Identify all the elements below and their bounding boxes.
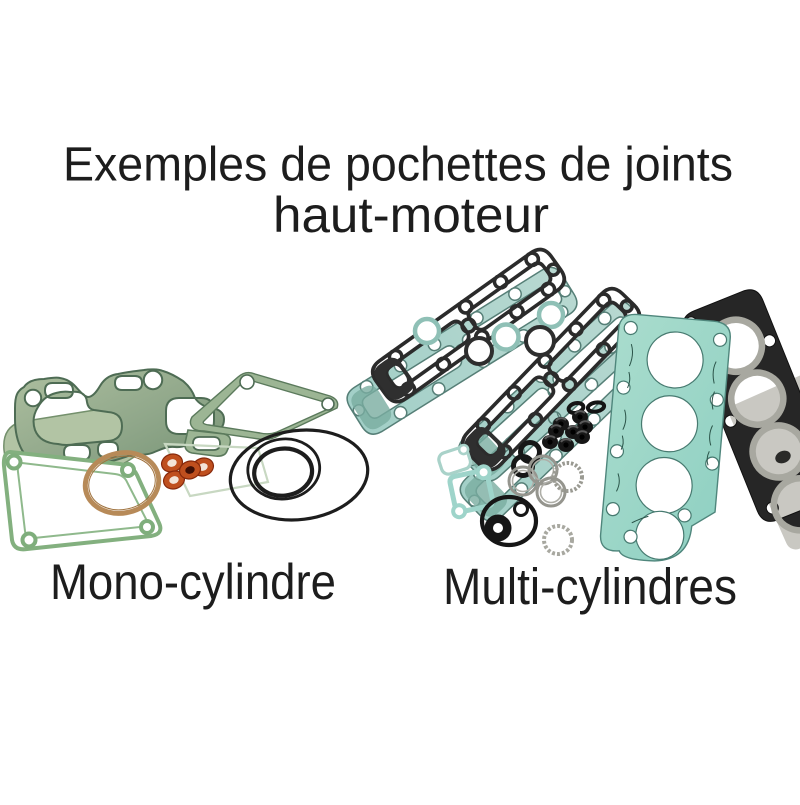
svg-text:Exemples de pochettes de joint: Exemples de pochettes de joints [63,139,733,192]
svg-text:haut-moteur: haut-moteur [273,187,549,243]
svg-text:Mono-cylindre: Mono-cylindre [50,553,336,610]
svg-text:Multi-cylindres: Multi-cylindres [443,558,737,615]
